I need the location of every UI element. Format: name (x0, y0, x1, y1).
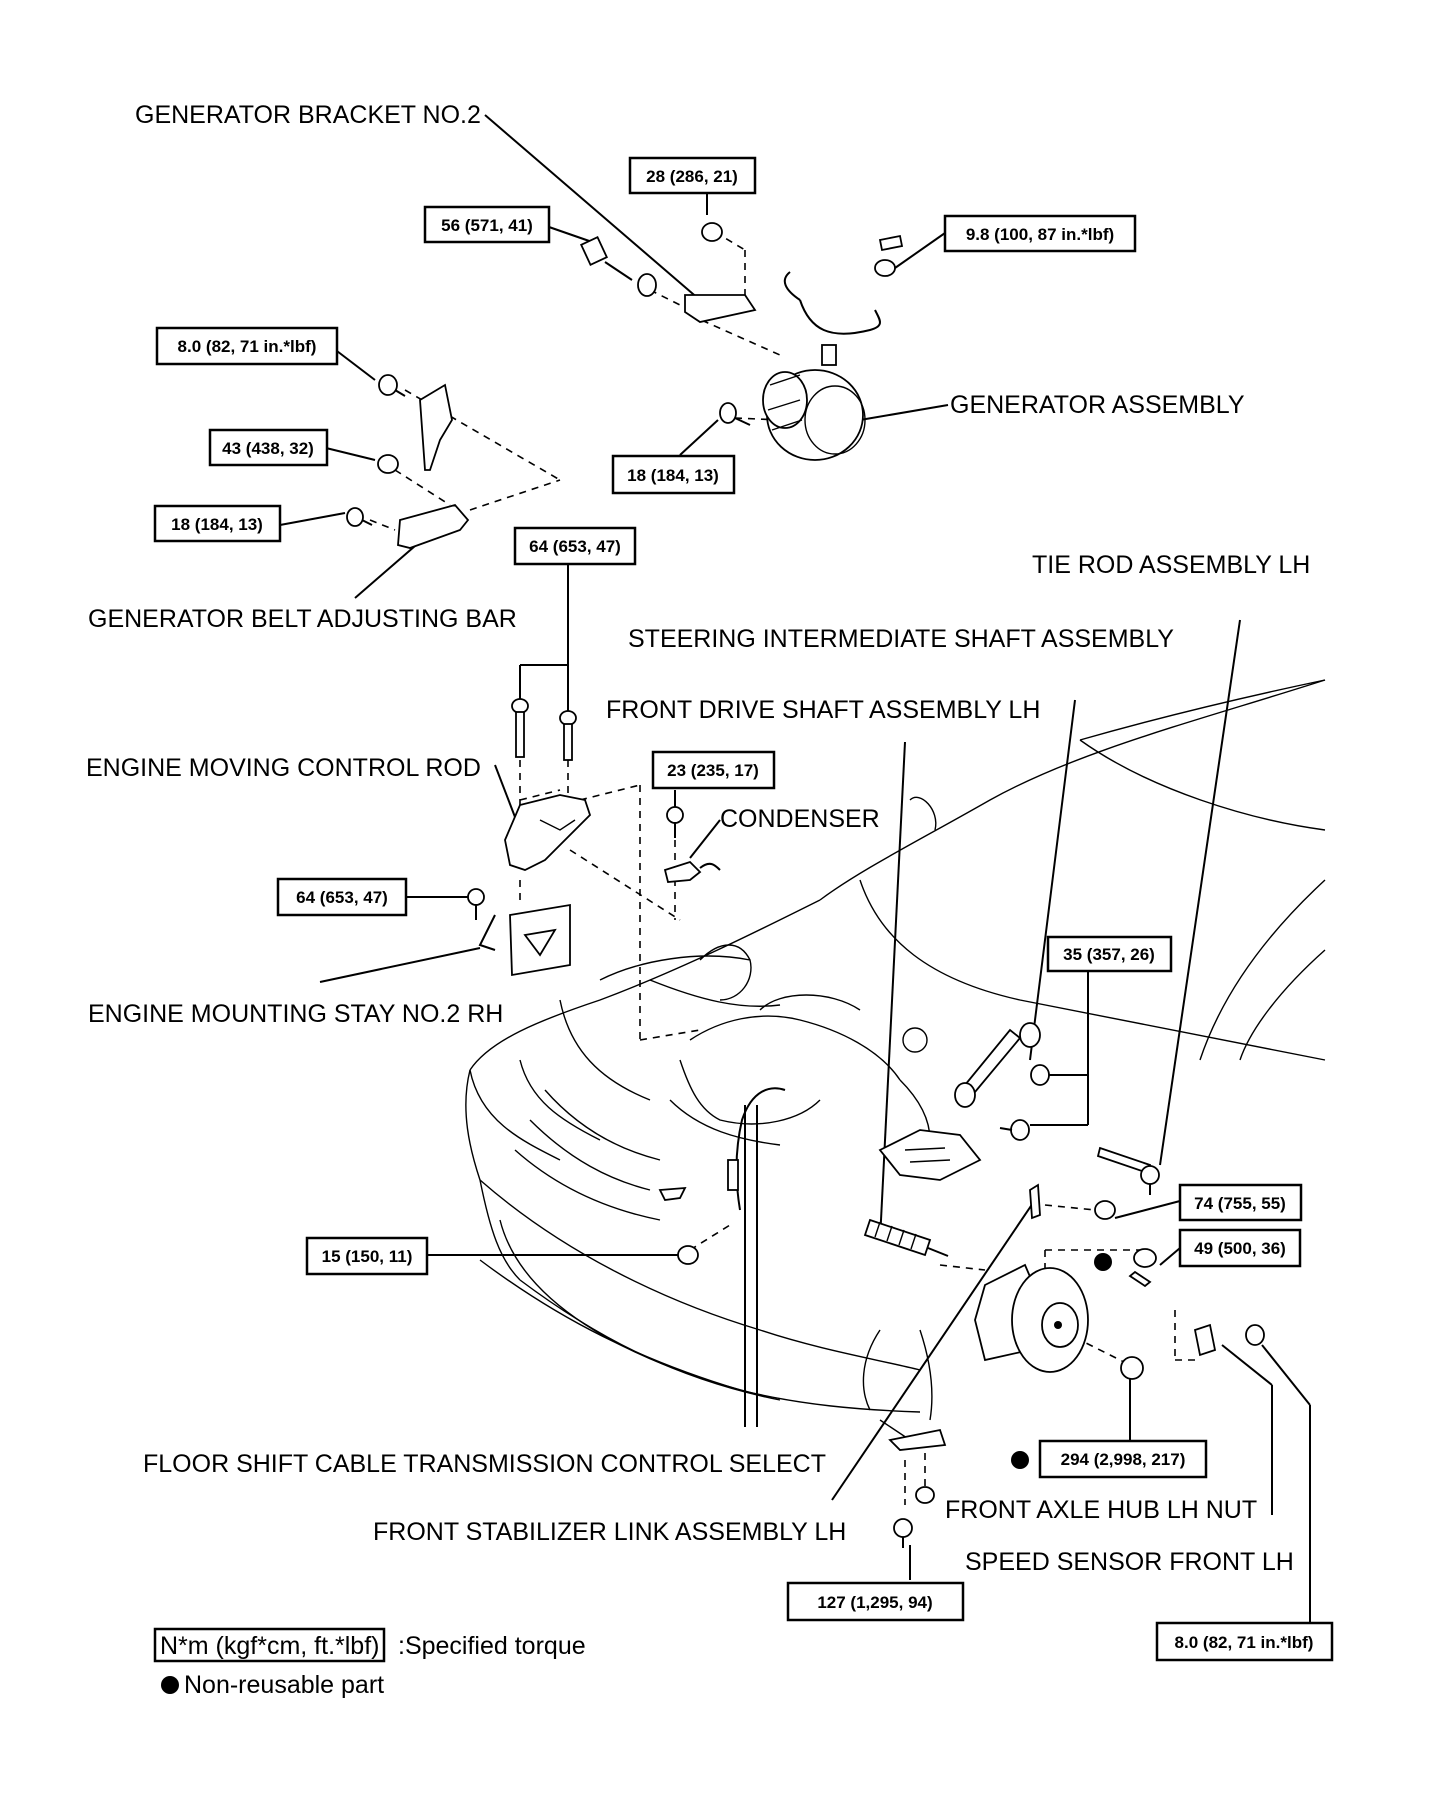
torque-box-15: 15 (150, 11) (305, 1236, 429, 1276)
label-engine-mounting-stay-no2-rh: ENGINE MOUNTING STAY NO.2 RH (88, 1000, 503, 1028)
label-generator-bracket-no2: GENERATOR BRACKET NO.2 (135, 101, 481, 129)
torque-box-18-bar: 18 (184, 13) (153, 504, 282, 543)
torque-box-18-gen: 18 (184, 13) (611, 454, 736, 495)
torque-box-56: 56 (571, 41) (423, 205, 551, 244)
label-floor-shift-cable: FLOOR SHIFT CABLE TRANSMISSION CONTROL S… (143, 1450, 826, 1478)
torque-box-9-8: 9.8 (100, 87 in.*lbf) (943, 214, 1137, 253)
axle-hub-shape (974, 1263, 1089, 1373)
engine-moving-control-rod-shape (504, 794, 592, 871)
adjusting-bar-shape (397, 503, 470, 549)
legend-nonreusable-label: Non-reusable part (184, 1671, 384, 1699)
svg-text:18 (184, 13): 18 (184, 13) (171, 515, 263, 534)
leader-lines (279, 114, 1311, 1622)
label-generator-belt-adjusting-bar: GENERATOR BELT ADJUSTING BAR (88, 605, 517, 633)
generator-assembly-shape (762, 271, 881, 461)
legend-nonreusable-dot (161, 1676, 179, 1694)
svg-text:56 (571, 41): 56 (571, 41) (441, 216, 533, 235)
steering-intermediate-shaft-shape (963, 1028, 1022, 1094)
legend-unit-label: N*m (kgf*cm, ft.*lbf) (160, 1632, 379, 1660)
torque-callouts: 28 (286, 21) 56 (571, 41) 9.8 (100, 87 i… (153, 156, 1334, 1662)
torque-box-49: 49 (500, 36) (1178, 1228, 1302, 1268)
part-labels: GENERATOR BRACKET NO.2 GENERATOR ASSEMBL… (86, 101, 1310, 1576)
svg-text:15 (150, 11): 15 (150, 11) (322, 1247, 413, 1266)
svg-text:49 (500, 36): 49 (500, 36) (1194, 1239, 1286, 1258)
svg-text:8.0 (82, 71 in.*lbf): 8.0 (82, 71 in.*lbf) (178, 337, 317, 356)
torque-box-294: 294 (2,998, 217) (1038, 1439, 1208, 1479)
svg-text:18 (184, 13): 18 (184, 13) (627, 466, 719, 485)
legend-unit-box (153, 1627, 386, 1663)
label-generator-assembly: GENERATOR ASSEMBLY (950, 391, 1245, 419)
generator-bracket-no2-shape (684, 294, 757, 323)
svg-text:28 (286, 21): 28 (286, 21) (646, 167, 738, 186)
label-front-stabilizer-link-assembly-lh: FRONT STABILIZER LINK ASSEMBLY LH (373, 1518, 846, 1546)
torque-box-8-0-bottom: 8.0 (82, 71 in.*lbf) (1155, 1621, 1334, 1662)
torque-box-23: 23 (235, 17) (651, 750, 776, 790)
torque-box-127: 127 (1,295, 94) (786, 1581, 965, 1622)
torque-box-74: 74 (755, 55) (1178, 1183, 1303, 1222)
label-front-drive-shaft-assembly-lh: FRONT DRIVE SHAFT ASSEMBLY LH (606, 696, 1040, 724)
torque-box-8-0-top: 8.0 (82, 71 in.*lbf) (155, 326, 339, 366)
label-speed-sensor-front-lh: SPEED SENSOR FRONT LH (965, 1548, 1294, 1576)
legend-unit-description: :Specified torque (398, 1632, 586, 1660)
svg-text:43 (438, 32): 43 (438, 32) (222, 439, 314, 458)
nonreusable-dot-294 (1011, 1451, 1029, 1469)
legend: N*m (kgf*cm, ft.*lbf) :Specified torque … (153, 1627, 586, 1699)
label-engine-moving-control-rod: ENGINE MOVING CONTROL ROD (86, 754, 481, 782)
svg-text:127 (1,295, 94): 127 (1,295, 94) (817, 1593, 932, 1612)
svg-text:294 (2,998, 217): 294 (2,998, 217) (1061, 1450, 1186, 1469)
speed-sensor-shape (1193, 1323, 1217, 1357)
torque-box-28: 28 (286, 21) (628, 156, 757, 195)
label-tie-rod-assembly-lh: TIE ROD ASSEMBLY LH (1032, 551, 1310, 579)
torque-box-64-top: 64 (653, 47) (513, 526, 637, 566)
rod-bolts-shape (511, 698, 577, 761)
front-drive-shaft-shape (863, 1218, 949, 1257)
vehicle-body-outline (465, 679, 1326, 1421)
label-front-axle-hub-lh-nut: FRONT AXLE HUB LH NUT (945, 1496, 1257, 1524)
floor-shift-cable-shape (735, 1087, 786, 1211)
stabilizer-link-shape (1029, 1183, 1041, 1220)
parts (346, 222, 1265, 1548)
torque-box-43: 43 (438, 32) (208, 428, 329, 467)
svg-text:74 (755, 55): 74 (755, 55) (1194, 1194, 1286, 1213)
svg-text:9.8 (100, 87 in.*lbf): 9.8 (100, 87 in.*lbf) (966, 225, 1114, 244)
svg-text:64 (653, 47): 64 (653, 47) (529, 537, 621, 556)
bolt-56-shape (579, 236, 657, 297)
svg-text:64 (653, 47): 64 (653, 47) (296, 888, 388, 907)
torque-box-64-stay: 64 (653, 47) (276, 877, 408, 917)
torque-box-35: 35 (357, 26) (1046, 935, 1173, 973)
label-steering-intermediate-shaft-assembly: STEERING INTERMEDIATE SHAFT ASSEMBLY (628, 625, 1174, 653)
condenser-shape (663, 860, 702, 883)
svg-text:23 (235, 17): 23 (235, 17) (667, 761, 759, 780)
svg-text:35 (357, 26): 35 (357, 26) (1063, 945, 1155, 964)
label-condenser: CONDENSER (720, 805, 880, 833)
svg-text:8.0 (82, 71 in.*lbf): 8.0 (82, 71 in.*lbf) (1175, 1633, 1314, 1652)
